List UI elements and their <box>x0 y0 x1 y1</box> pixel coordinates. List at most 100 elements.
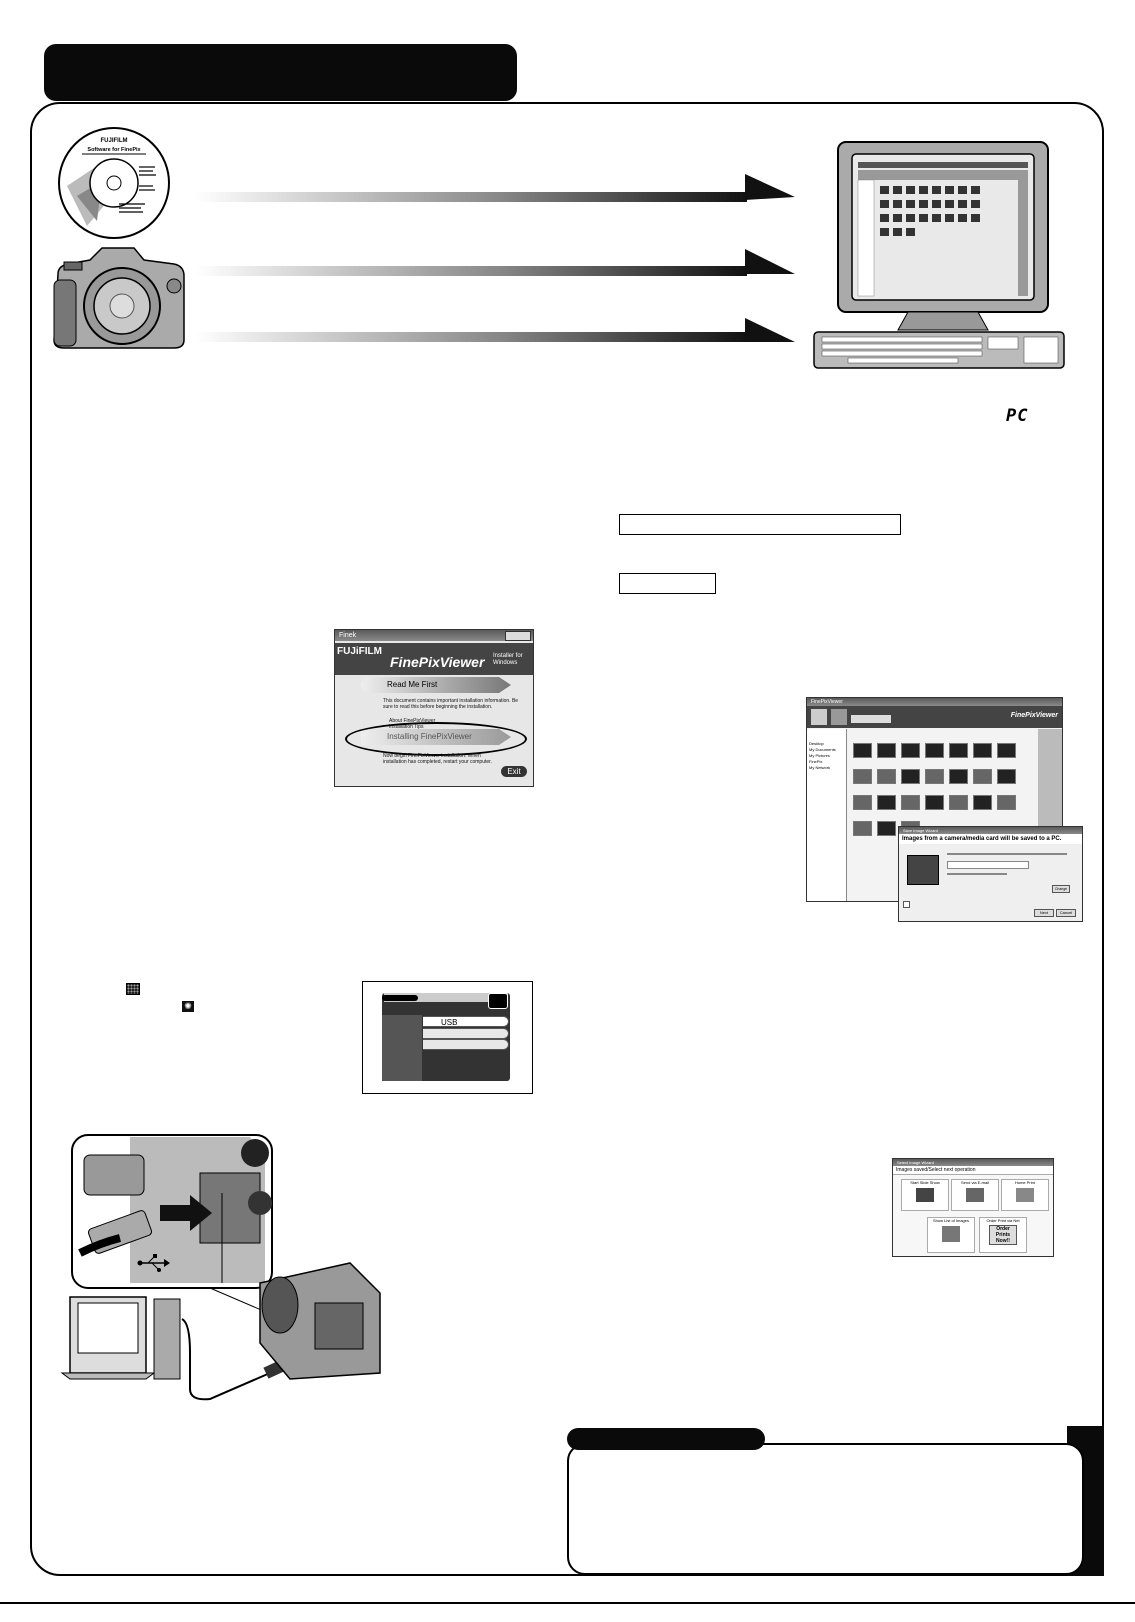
usb-icon <box>137 1254 170 1272</box>
lcd-menu-item-selected[interactable]: USB <box>423 1016 509 1027</box>
installer-banner: FUJiFILM FinePixViewer Installer for Win… <box>335 643 533 675</box>
installer-brand: FUJiFILM <box>337 646 382 657</box>
list-images-label: Show List of Images <box>932 1218 970 1223</box>
lcd-header <box>384 993 508 1002</box>
thumbnail[interactable] <box>853 743 872 758</box>
home-print-label: Home Print <box>1014 1180 1035 1185</box>
dotted-icon <box>126 983 140 995</box>
auto-save-checkbox[interactable] <box>903 901 910 908</box>
thumbnail[interactable] <box>877 743 896 758</box>
installer-subtitle: Installer for Windows <box>493 653 523 666</box>
thumbnail[interactable] <box>997 769 1016 784</box>
thumbnail[interactable] <box>853 795 872 810</box>
cd-brand: FUJIFILM <box>101 138 128 144</box>
thumbnail[interactable] <box>925 769 944 784</box>
thumbnail[interactable] <box>877 795 896 810</box>
thumbnail[interactable] <box>901 795 920 810</box>
thumbnail[interactable] <box>925 795 944 810</box>
thumbnail[interactable] <box>901 769 920 784</box>
installer-product: FinePixViewer <box>390 654 485 670</box>
save-dialog-heading: Images from a camera/media card will be … <box>899 834 1082 844</box>
viewer-brand: FinePixViewer <box>1010 712 1058 719</box>
exit-button[interactable]: Exit <box>501 766 527 777</box>
slide-show-icon <box>916 1188 934 1202</box>
thumbnail[interactable] <box>997 743 1016 758</box>
thumbnail[interactable] <box>973 769 992 784</box>
outline-box-1 <box>619 514 901 535</box>
flow-arrows <box>195 174 795 342</box>
lcd-left-panel <box>382 1015 422 1081</box>
lcd-menu-item[interactable] <box>423 1039 509 1050</box>
thumbnail[interactable] <box>973 795 992 810</box>
installer-window: Finek FUJiFILM FinePixViewer Installer f… <box>334 629 534 787</box>
thumbnail[interactable] <box>877 769 896 784</box>
thumbnail[interactable] <box>949 769 968 784</box>
thumbnail[interactable] <box>901 743 920 758</box>
thumbnail[interactable] <box>925 743 944 758</box>
thumbnail[interactable] <box>853 821 872 836</box>
lcd-menu-item[interactable] <box>423 1028 509 1039</box>
bottom-rule <box>0 1602 1135 1604</box>
viewer-titlebar: FinePixViewer <box>807 698 1062 706</box>
bullet-about: About FinePixViewer <box>389 718 436 724</box>
note-box <box>567 1443 1084 1575</box>
thumbnail[interactable] <box>853 769 872 784</box>
cancel-button[interactable]: Cancel <box>1056 909 1076 917</box>
ops-dialog: Select Image Wizard Images saved/Select … <box>892 1158 1054 1257</box>
email-icon <box>966 1188 984 1202</box>
email-option[interactable]: Send via E-mail <box>951 1179 999 1211</box>
toolbar-icon-3[interactable] <box>851 715 891 723</box>
read-me-description: This document contains important install… <box>383 698 519 710</box>
order-print-option[interactable]: Order Print via Net Order Prints Now!! <box>979 1217 1027 1253</box>
cd-rom-illustration: FUJIFILM Software for FinePix <box>58 127 170 239</box>
brightness-icon: ✺ <box>182 1001 194 1012</box>
save-dialog-titlebar: Save Image Wizard <box>899 827 1082 834</box>
computer-illustration <box>813 141 1065 369</box>
folder-tree-panel: Desktop My Documents My Pictures FinePix… <box>807 729 847 901</box>
window-controls-icon <box>505 631 531 641</box>
thumbnail[interactable] <box>949 743 968 758</box>
read-me-first-button[interactable]: Read Me First <box>361 677 511 693</box>
save-dialog-text-line <box>947 873 1007 875</box>
save-folder-field[interactable] <box>947 861 1029 869</box>
cd-product: Software for FinePix <box>87 147 141 153</box>
installer-titlebar: Finek <box>335 630 533 641</box>
arrow-camera-to-pc-1 <box>195 249 795 276</box>
highlight-ellipse <box>345 722 527 756</box>
lcd-mode-icon <box>488 993 508 1009</box>
camera-lcd-screen: USB <box>382 993 510 1081</box>
thumbnail[interactable] <box>877 821 896 836</box>
arrow-camera-to-pc-2 <box>195 318 795 342</box>
ops-dialog-titlebar: Select Image Wizard <box>893 1159 1053 1166</box>
photo-preview-icon <box>907 855 939 885</box>
slide-show-option[interactable]: Start Slide Show <box>901 1179 949 1211</box>
lcd-tab <box>382 995 418 1001</box>
order-prints-tile: Order Prints Now!! <box>989 1225 1017 1245</box>
printer-icon <box>1016 1188 1034 1202</box>
save-dialog-title: Save Image Wizard <box>903 828 938 833</box>
toolbar-icon-2[interactable] <box>831 709 847 725</box>
tree-item[interactable]: My Pictures <box>809 753 830 758</box>
next-button[interactable]: Next <box>1034 909 1054 917</box>
thumbnail[interactable] <box>949 795 968 810</box>
change-button[interactable]: Change <box>1052 885 1070 893</box>
home-print-option[interactable]: Home Print <box>1001 1179 1049 1211</box>
thumbnail[interactable] <box>997 795 1016 810</box>
viewer-window-title: FinePixViewer <box>811 699 843 705</box>
thumbnail[interactable] <box>973 743 992 758</box>
usb-connection-illustration <box>60 1134 381 1401</box>
ops-dialog-heading: Images saved/Select next operation <box>893 1166 1053 1175</box>
tree-item[interactable]: My Documents <box>809 747 836 752</box>
list-images-option[interactable]: Show List of Images <box>927 1217 975 1253</box>
list-icon <box>942 1226 960 1242</box>
camera-lcd-frame: USB <box>362 981 533 1094</box>
outline-box-2 <box>619 573 716 594</box>
tree-item[interactable]: FinePix <box>809 759 823 764</box>
slide-show-label: Start Slide Show <box>910 1180 940 1185</box>
tree-item[interactable]: Desktop <box>809 741 824 746</box>
installer-window-title: Finek <box>339 632 357 639</box>
viewer-toolbar: FinePixViewer <box>807 706 1062 728</box>
tree-item[interactable]: My Network <box>809 765 831 770</box>
email-label: Send via E-mail <box>960 1180 989 1185</box>
toolbar-icon-1[interactable] <box>811 709 827 725</box>
